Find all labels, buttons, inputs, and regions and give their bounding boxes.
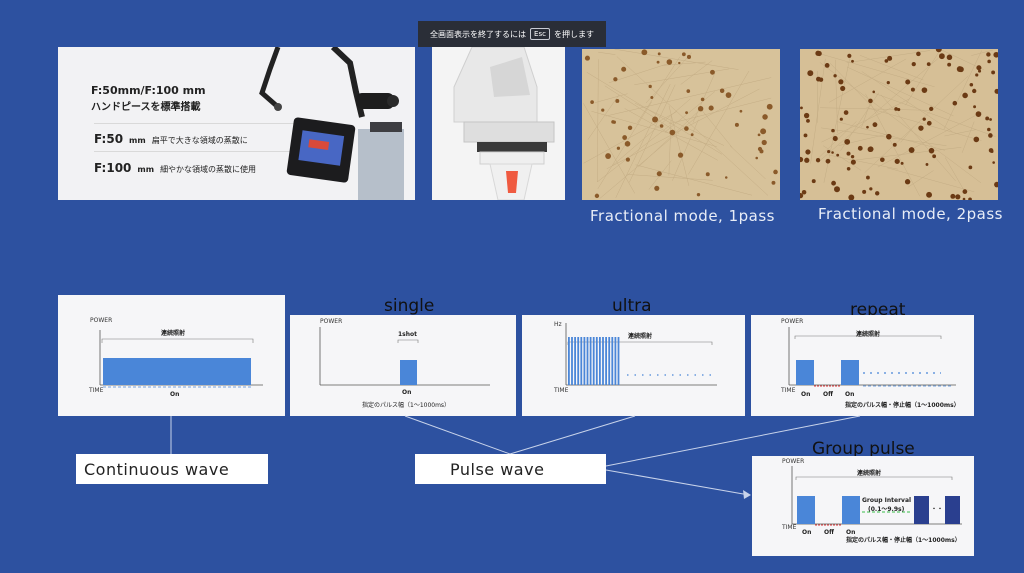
product-subtitle: ハンドピースを標準搭載: [91, 102, 201, 113]
fullscreen-exit-banner: 全画面表示を終了するには Esc を押します: [418, 21, 606, 47]
repeat-pulse-diagram: POWER TIME 連続照射 On Off On 指定のパルス幅・停止幅（1〜…: [751, 315, 974, 416]
continuous-wave-diagram: POWER TIME 連続照射 On: [58, 295, 285, 416]
divider: [94, 123, 304, 124]
caption-2pass: Fractional mode, 2pass: [818, 205, 1003, 223]
caption-1pass: Fractional mode, 1pass: [590, 207, 775, 225]
skin-image-1pass: [582, 49, 780, 200]
divider: [94, 151, 304, 152]
laser-machine-image: [259, 47, 404, 200]
ultra-pulse-diagram: Hz TIME 連続照射: [522, 315, 745, 416]
ultra-title: ultra: [612, 296, 652, 316]
esc-key-badge: Esc: [530, 28, 550, 40]
skin-image-2pass: [800, 49, 998, 200]
group-pulse-title: Group pulse: [812, 439, 915, 459]
continuous-wave-label: Continuous wave: [76, 454, 268, 484]
single-pulse-diagram: POWER 1shot On 指定のパルス幅（1〜1000ms）: [290, 315, 516, 416]
handpiece-image: [432, 47, 565, 200]
single-title: single: [384, 296, 435, 316]
group-pulse-diagram: POWER TIME 連続照射 Group Interval (0.1〜9.9s…: [752, 456, 974, 556]
pulse-wave-label: Pulse wave: [415, 454, 606, 484]
product-title: F:50mm/F:100 mm: [91, 84, 206, 97]
